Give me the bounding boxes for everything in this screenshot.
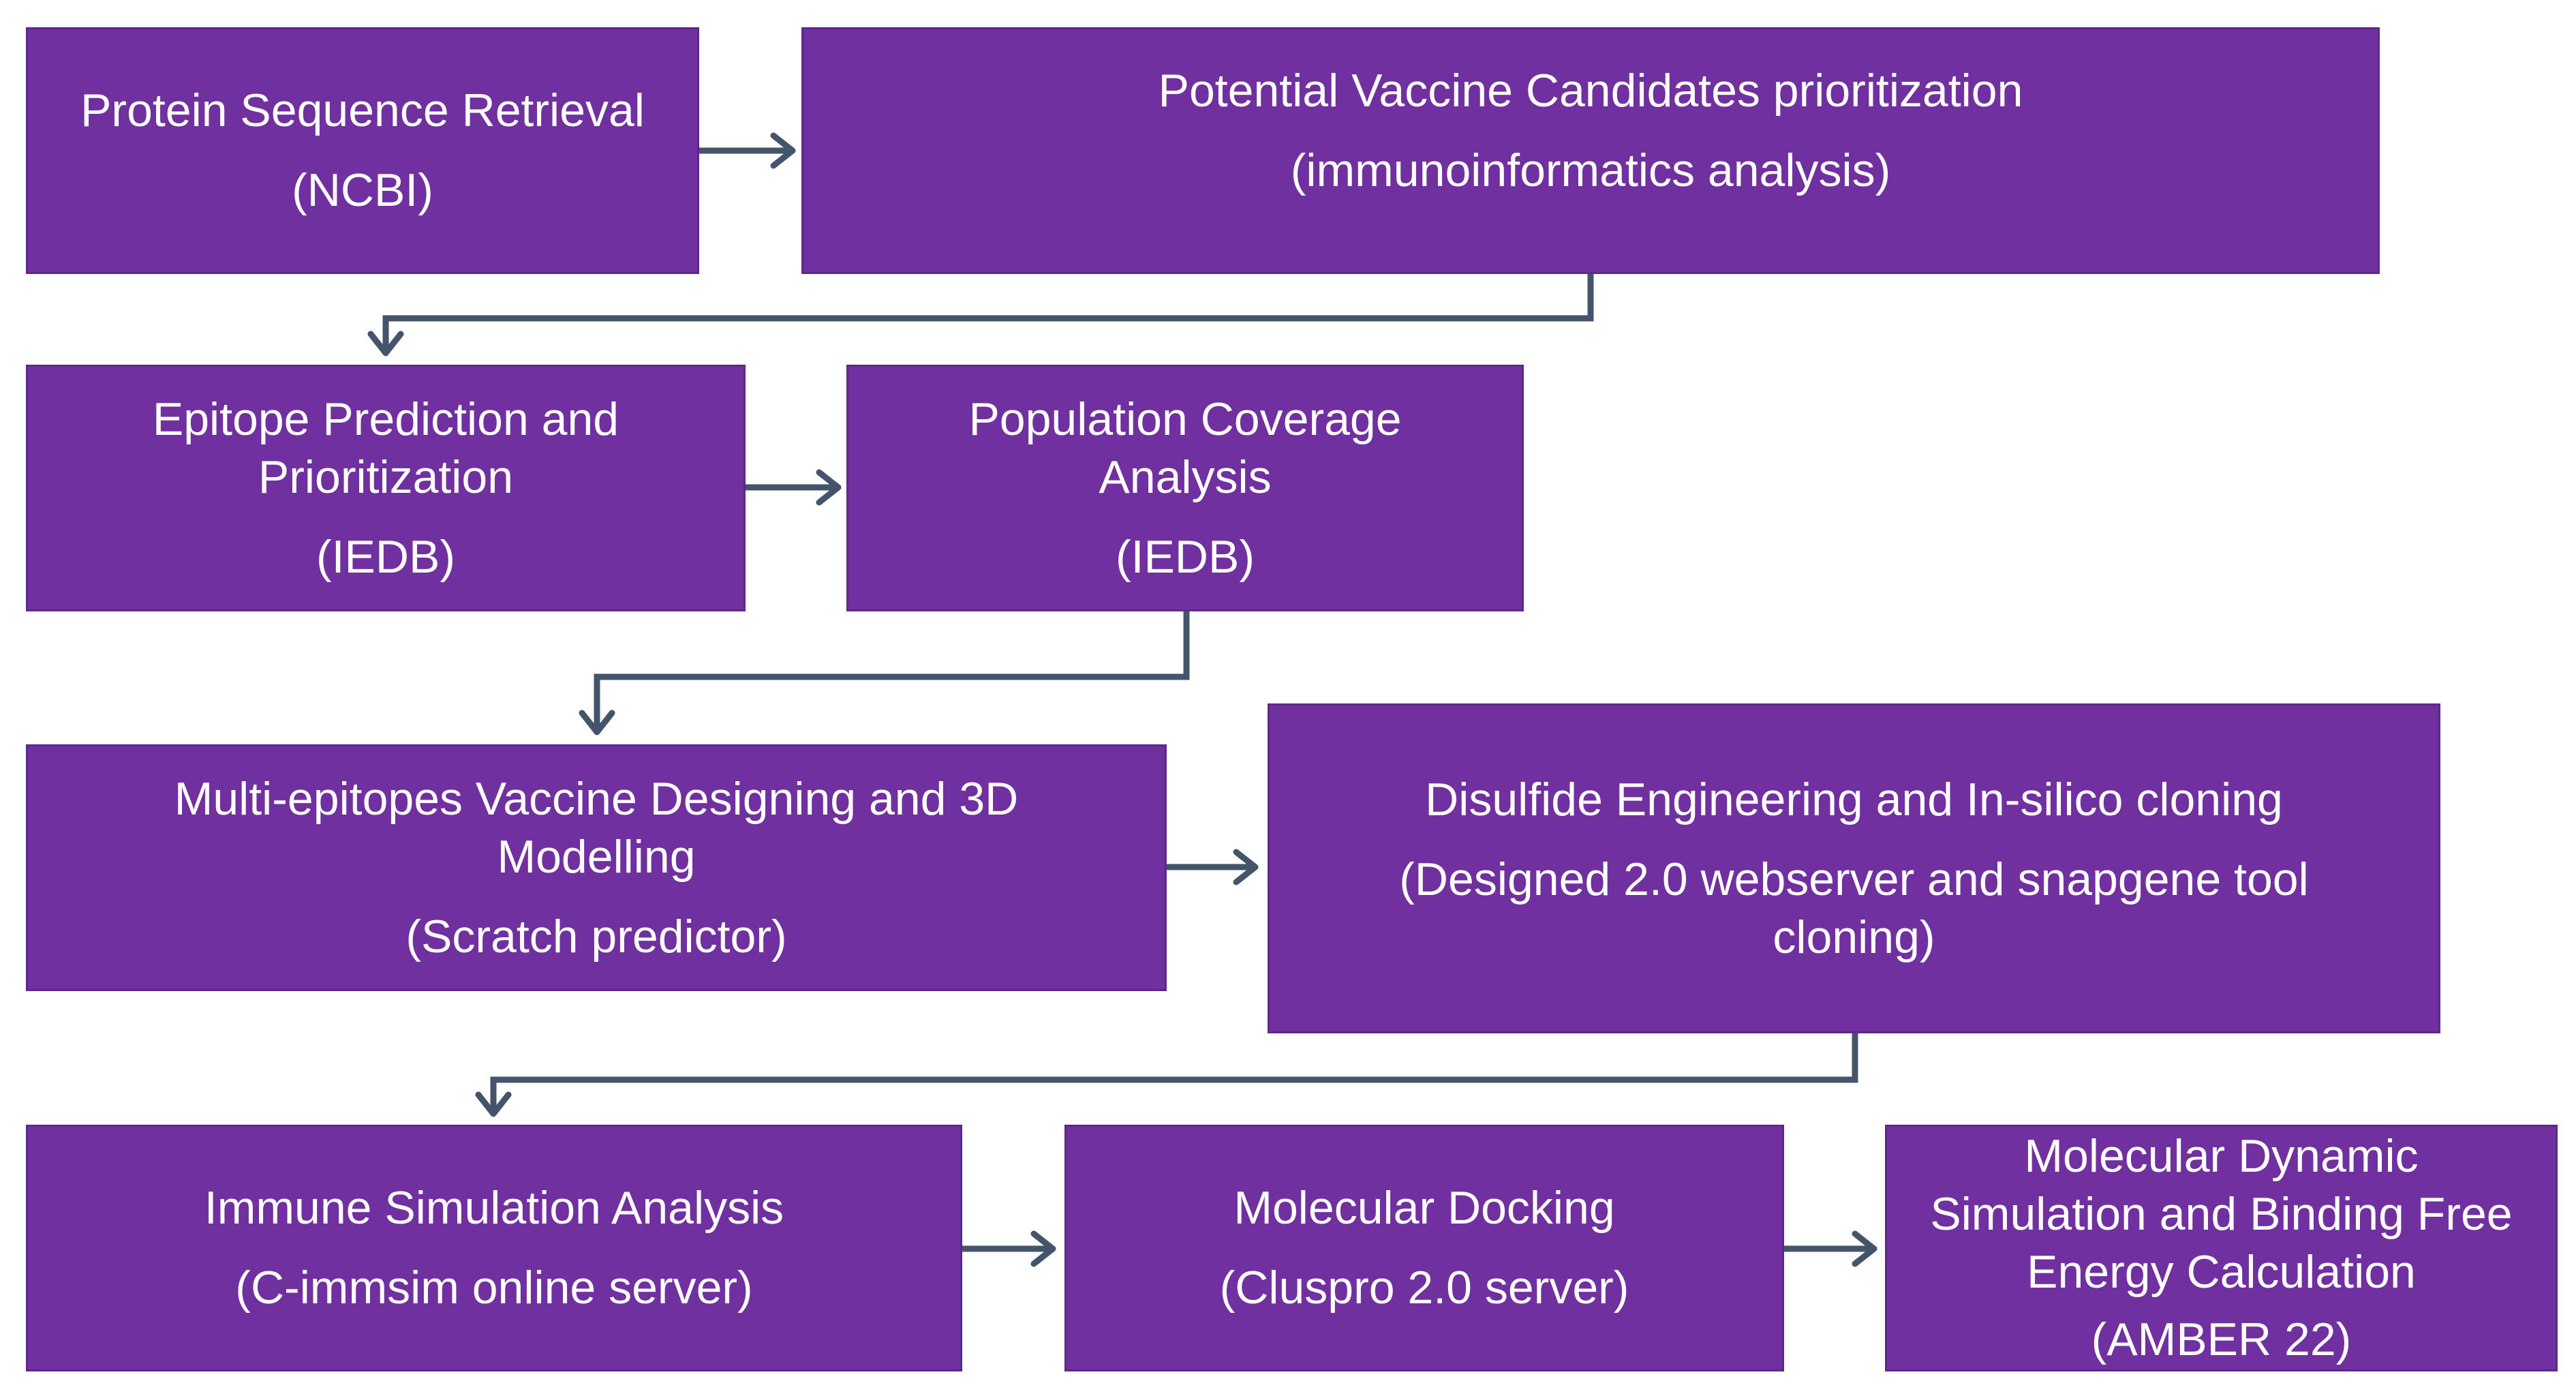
step-title: Molecular Dynamic Simulation and Binding… <box>1930 1130 2513 1298</box>
step-title: Immune Simulation Analysis <box>204 1182 784 1234</box>
step-protein-sequence-retrieval: Protein Sequence Retrieval (NCBI) <box>26 27 699 274</box>
step-title: Disulfide Engineering and In-silico clon… <box>1425 773 2283 825</box>
step-subtitle: (Designed 2.0 webserver and snapgene too… <box>1399 853 2309 963</box>
step-molecular-dynamic-simulation: Molecular Dynamic Simulation and Binding… <box>1885 1125 2558 1371</box>
step-subtitle: (IEDB) <box>1116 530 1255 583</box>
step-title: Protein Sequence Retrieval <box>80 85 645 136</box>
step-subtitle: (Cluspro 2.0 server) <box>1219 1262 1629 1314</box>
arrow-step-4-to-5 <box>579 611 1190 735</box>
step-subtitle: (NCBI) <box>292 164 433 216</box>
arrow-step-5-to-6 <box>1166 849 1259 885</box>
step-molecular-docking: Molecular Docking (Cluspro 2.0 server) <box>1064 1125 1784 1371</box>
step-vaccine-candidates-prioritization: Potential Vaccine Candidates prioritizat… <box>801 27 2380 274</box>
arrow-step-3-to-4 <box>746 469 842 506</box>
arrow-step-1-to-2 <box>699 132 796 169</box>
step-immune-simulation: Immune Simulation Analysis (C-immsim onl… <box>26 1125 962 1371</box>
step-epitope-prediction: Epitope Prediction and Prioritization (I… <box>26 365 746 611</box>
arrow-step-2-to-3 <box>367 273 1594 356</box>
step-title: Population Coverage Analysis <box>968 393 1402 503</box>
step-subtitle: (AMBER 22) <box>2091 1314 2352 1365</box>
step-title: Multi-epitopes Vaccine Designing and 3D … <box>174 772 1019 883</box>
arrow-step-6-to-7 <box>475 1031 1858 1117</box>
step-vaccine-designing-3d-modelling: Multi-epitopes Vaccine Designing and 3D … <box>26 744 1167 991</box>
step-disulfide-engineering-cloning: Disulfide Engineering and In-silico clon… <box>1268 703 2440 1033</box>
step-title: Potential Vaccine Candidates prioritizat… <box>1158 65 2023 117</box>
step-subtitle: (immunoinformatics analysis) <box>1290 145 1891 196</box>
step-title: Molecular Docking <box>1233 1182 1615 1234</box>
step-subtitle: (Scratch predictor) <box>405 910 787 962</box>
arrow-step-7-to-8 <box>961 1230 1056 1267</box>
step-subtitle: (C-immsim online server) <box>235 1262 753 1314</box>
step-population-coverage: Population Coverage Analysis (IEDB) <box>846 365 1524 611</box>
arrow-step-8-to-9 <box>1782 1230 1877 1267</box>
step-title: Epitope Prediction and Prioritization <box>152 393 619 503</box>
step-subtitle: (IEDB) <box>316 530 455 583</box>
